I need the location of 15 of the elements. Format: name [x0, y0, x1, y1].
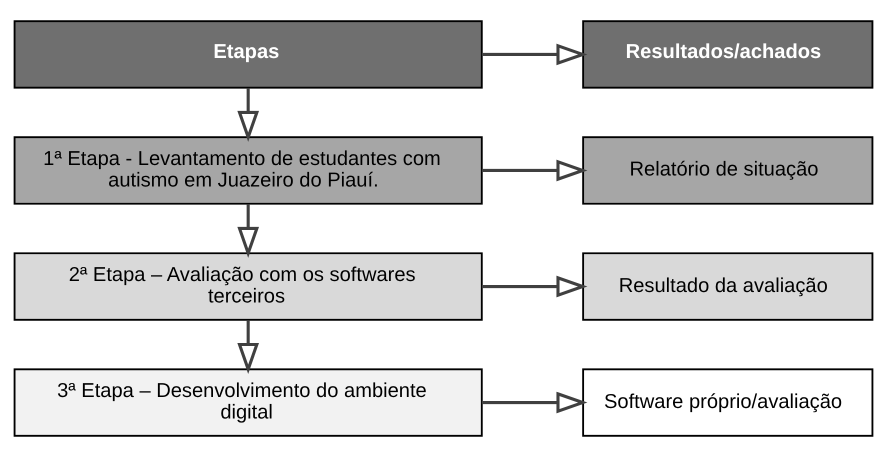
node-box: Etapas — [14, 20, 483, 88]
node-box: Resultados/achados — [582, 20, 874, 88]
node-box: 3ª Etapa – Desenvolvimento do ambiente digital — [14, 368, 483, 436]
node-box: 2ª Etapa – Avaliação com os softwares terceiros — [14, 252, 483, 320]
arrow — [482, 43, 588, 65]
arrow — [482, 275, 588, 297]
node-box: 1ª Etapa - Levantamento de estudantes com autismo em Juazeiro do Piauí. — [14, 136, 483, 204]
node-box: Relatório de situação — [582, 136, 874, 204]
node-box: Software próprio/avaliação — [582, 368, 874, 436]
arrow — [237, 204, 260, 258]
arrow — [237, 88, 260, 142]
arrow — [482, 391, 588, 413]
arrow — [237, 320, 260, 374]
arrow — [482, 159, 588, 181]
node-box: Resultado da avaliação — [582, 252, 874, 320]
